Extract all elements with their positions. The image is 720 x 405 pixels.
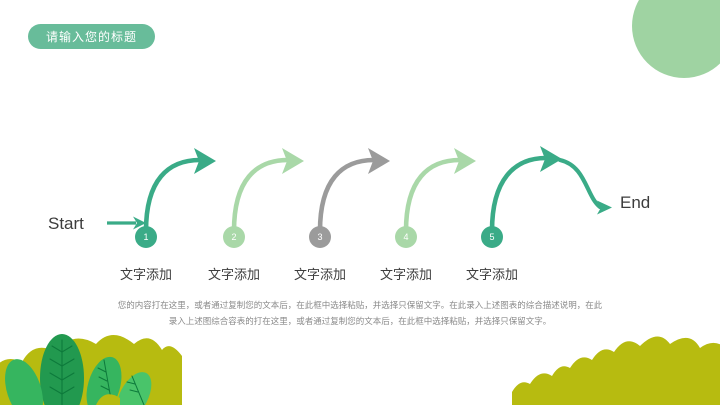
description-line-1: 您的内容打在这里，或者通过复制您的文本后，在此框中选择粘贴，并选择只保留文字。在… — [117, 300, 603, 310]
step-circle-2[interactable]: 2 — [223, 226, 245, 248]
flow-arc-4 — [403, 148, 476, 234]
step-label-5[interactable]: 文字添加 — [465, 267, 518, 282]
step-number-5: 5 — [489, 231, 495, 242]
flow-arc-1 — [143, 148, 216, 234]
decorative-foliage-bottom-left — [0, 334, 182, 405]
description-line-2: 录入上述图综合容表的打在这里，或者通过复制您的文本后，在此框中选择粘贴，并选择只… — [168, 315, 552, 326]
step-circle-4[interactable]: 4 — [395, 226, 417, 248]
step-circle-1[interactable]: 1 — [135, 226, 157, 248]
step-label-2[interactable]: 文字添加 — [207, 267, 260, 282]
step-circle-5[interactable]: 5 — [481, 226, 503, 248]
step-circle-3[interactable]: 3 — [309, 226, 331, 248]
decorative-circle-top-right — [632, 0, 720, 78]
step-label-4[interactable]: 文字添加 — [379, 267, 432, 282]
decorative-foliage-bottom-right — [96, 336, 720, 405]
step-number-2: 2 — [231, 231, 237, 242]
step-label-3[interactable]: 文字添加 — [293, 267, 346, 282]
step-number-1: 1 — [143, 231, 149, 242]
description-paragraph[interactable]: 您的内容打在这里，或者通过复制您的文本后，在此框中选择粘贴，并选择只保留文字。在… — [96, 298, 624, 329]
step-label-1[interactable]: 文字添加 — [119, 267, 172, 282]
flow-arc-2 — [231, 148, 304, 234]
slide-title-badge: 请输入您的标题 — [28, 24, 156, 49]
slide-title-text: 请输入您的标题 — [46, 30, 138, 44]
flow-arc-5 — [489, 146, 612, 234]
flow-arc-3 — [317, 148, 390, 234]
end-label: End — [620, 193, 651, 212]
step-number-4: 4 — [403, 231, 409, 242]
step-number-3: 3 — [317, 231, 323, 242]
start-label: Start — [48, 214, 84, 233]
